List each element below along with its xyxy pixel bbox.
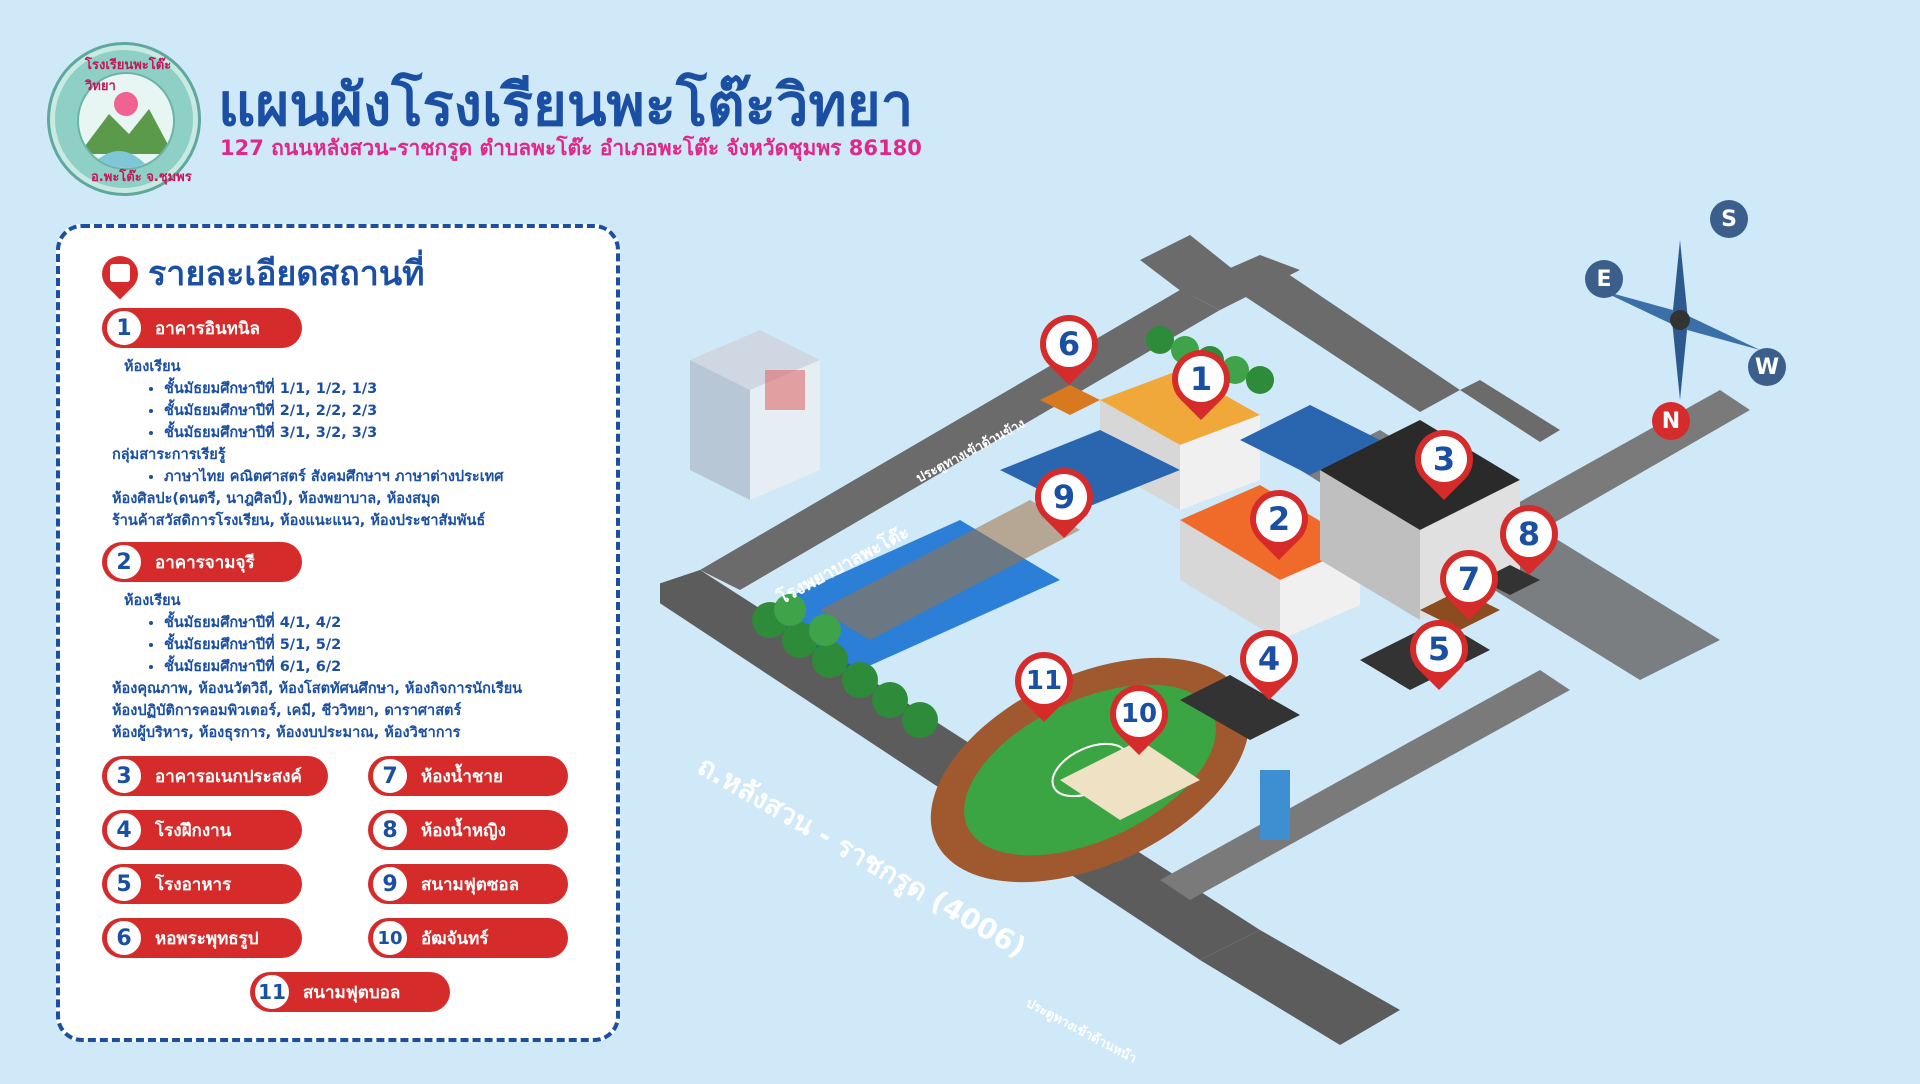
building-1-number: 1 — [105, 309, 143, 347]
water-tower — [1260, 770, 1290, 840]
school-logo: โรงเรียนพะโต๊ะวิทยา อ.พะโต๊ะ จ.ชุมพร — [50, 45, 198, 193]
basketball-court — [1240, 405, 1380, 475]
building-1-extra-1: ห้องศิลปะ(ดนตรี, นาฎศิลป์), ห้องพยาบาล, … — [112, 491, 440, 507]
building-2-number: 2 — [105, 543, 143, 581]
legend-label: หอพระพุทธรูป — [155, 928, 259, 949]
building-1-pill[interactable]: 1 อาคารอินทนิล — [102, 308, 302, 348]
logo-text-top: โรงเรียนพะโต๊ะวิทยา — [85, 58, 172, 94]
building-1-classrooms-title: ห้องเรียน — [124, 359, 181, 375]
legend-item-7[interactable]: 7 ห้องน้ำชาย — [368, 756, 568, 796]
legend-item-3[interactable]: 3 อาคารอเนกประสงค์ — [102, 756, 328, 796]
logo-text-bottom: อ.พะโต๊ะ จ.ชุมพร — [91, 170, 192, 185]
legend-label: อัฒจันทร์ — [421, 928, 489, 949]
legend-item-11[interactable]: 11 สนามฟุตบอล — [250, 972, 450, 1012]
building-1-groups-title: กลุ่มสาระการเรียรู้ — [112, 447, 226, 463]
legend-item-5[interactable]: 5 โรงอาหาร — [102, 864, 302, 904]
legend-item-4[interactable]: 4 โรงฝึกงาน — [102, 810, 302, 850]
legend-item-8[interactable]: 8 ห้องน้ำหญิง — [368, 810, 568, 850]
list-item: ชั้นมัธยมศึกษาปีที่ 5/1, 5/2 — [164, 634, 522, 656]
legend-number: 11 — [253, 973, 291, 1011]
compass-e: E — [1585, 260, 1623, 298]
compass-rose: S E W N — [1585, 200, 1786, 440]
building-2-extra-3: ห้องผู้บริหาร, ห้องธุรการ, ห้องงบประมาณ,… — [112, 725, 461, 741]
legend-number: 5 — [105, 865, 143, 903]
list-item: ภาษาไทย คณิตศาสตร์ สังคมศึกษาฯ ภาษาต่างป… — [164, 466, 503, 488]
panel-heading: รายละเอียดสถานที่ — [148, 254, 425, 294]
legend-number: 4 — [105, 811, 143, 849]
tree-row — [752, 594, 938, 738]
building-4 — [1180, 675, 1300, 740]
legend-label: สนามฟุตบอล — [303, 982, 401, 1003]
legend-item-9[interactable]: 9 สนามฟุตซอล — [368, 864, 568, 904]
compass-n: N — [1652, 402, 1690, 440]
legend-number: 7 — [371, 757, 409, 795]
legend-label: สนามฟุตซอล — [421, 874, 519, 895]
building-1-description: ห้องเรียน ชั้นมัธยมศึกษาปีที่ 1/1, 1/2, … — [112, 356, 503, 532]
list-item: ชั้นมัธยมศึกษาปีที่ 6/1, 6/2 — [164, 656, 522, 678]
legend-number: 8 — [371, 811, 409, 849]
page-title: แผนผังโรงเรียนพะโต๊ะวิทยา — [218, 71, 914, 139]
building-1-label: อาคารอินทนิล — [155, 318, 260, 339]
legend-number: 10 — [371, 919, 409, 957]
building-6 — [1040, 385, 1100, 415]
list-item: ชั้นมัธยมศึกษาปีที่ 2/1, 2/2, 2/3 — [164, 400, 503, 422]
legend-item-10[interactable]: 10 อัฒจันทร์ — [368, 918, 568, 958]
building-1-extra-2: ร้านค้าสวัสดิการโรงเรียน, ห้องแนะแนว, ห้… — [112, 513, 486, 529]
building-2-description: ห้องเรียน ชั้นมัธยมศึกษาปีที่ 4/1, 4/2 ช… — [112, 590, 522, 744]
legend-label: อาคารอเนกประสงค์ — [155, 766, 302, 787]
legend-label: ห้องน้ำชาย — [421, 766, 503, 787]
compass-w: W — [1748, 348, 1786, 386]
legend-label: ห้องน้ำหญิง — [421, 820, 506, 841]
building-2-extra-1: ห้องคุณภาพ, ห้องนวัตวิถี, ห้องโสตทัศนศึก… — [112, 681, 523, 697]
legend-number: 3 — [105, 757, 143, 795]
building-2-pill[interactable]: 2 อาคารจามจุรี — [102, 542, 302, 582]
legend-number: 9 — [371, 865, 409, 903]
building-2-label: อาคารจามจุรี — [155, 552, 255, 573]
compass-s: S — [1710, 200, 1748, 238]
location-pin-icon — [94, 248, 146, 300]
legend-item-6[interactable]: 6 หอพระพุทธรูป — [102, 918, 302, 958]
list-item: ชั้นมัธยมศึกษาปีที่ 1/1, 1/2, 1/3 — [164, 378, 503, 400]
logo-mountain-emblem — [77, 72, 175, 170]
location-details-panel: รายละเอียดสถานที่ 1 อาคารอินทนิล ห้องเรี… — [56, 224, 620, 1042]
school-address: 127 ถนนหลังสวน-ราชกรูด ตำบลพะโต๊ะ อำเภอพ… — [220, 136, 922, 160]
map-illustration — [640, 235, 1750, 1045]
building-10 — [1060, 740, 1200, 820]
list-item: ชั้นมัธยมศึกษาปีที่ 3/1, 3/2, 3/3 — [164, 422, 503, 444]
list-item: ชั้นมัธยมศึกษาปีที่ 4/1, 4/2 — [164, 612, 522, 634]
building-2-extra-2: ห้องปฏิบัติการคอมพิวเตอร์, เคมี, ชีววิทย… — [112, 703, 462, 719]
legend-number: 6 — [105, 919, 143, 957]
legend-label: โรงอาหาร — [155, 874, 232, 895]
school-map: โรงพยาบาลพะโต๊ะ ประตูทางเข้าด้านข้าง ถ.ห… — [640, 140, 1920, 1080]
hospital-building — [690, 330, 820, 500]
legend-label: โรงฝึกงาน — [155, 820, 232, 841]
building-2-classrooms-title: ห้องเรียน — [124, 593, 181, 609]
